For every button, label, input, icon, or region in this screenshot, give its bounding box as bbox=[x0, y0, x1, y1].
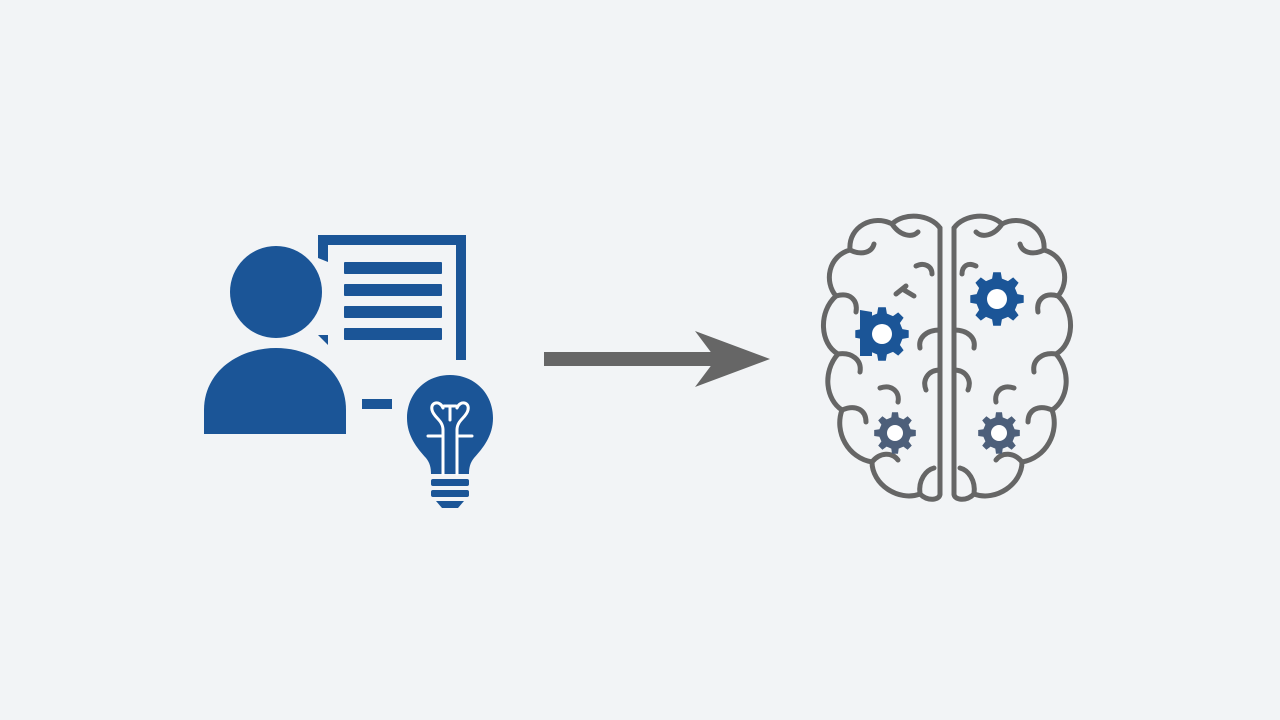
brain-with-gears-icon bbox=[821, 213, 1073, 502]
gear-hole bbox=[887, 425, 903, 441]
pointer-dash bbox=[362, 399, 392, 409]
person-presenting-idea-icon bbox=[204, 235, 493, 508]
right-arrow-icon bbox=[544, 331, 770, 387]
document-corner-mark bbox=[318, 335, 328, 345]
gear-hole bbox=[991, 425, 1007, 441]
person-head bbox=[230, 246, 322, 338]
gears-layer bbox=[855, 272, 1024, 454]
document-line bbox=[344, 284, 442, 296]
document-frame-icon bbox=[318, 235, 466, 360]
gear-icon-small-right bbox=[978, 412, 1020, 454]
gear-icon-small-left bbox=[874, 412, 916, 454]
document-line bbox=[344, 328, 442, 340]
gear-icon-large-right bbox=[970, 272, 1024, 326]
gear-hole bbox=[987, 289, 1007, 309]
gear-notch bbox=[860, 310, 872, 356]
gear-hole bbox=[872, 324, 892, 344]
document-line bbox=[344, 306, 442, 318]
lightbulb-icon bbox=[407, 375, 493, 508]
person-body bbox=[204, 348, 346, 434]
document-line bbox=[344, 262, 442, 274]
